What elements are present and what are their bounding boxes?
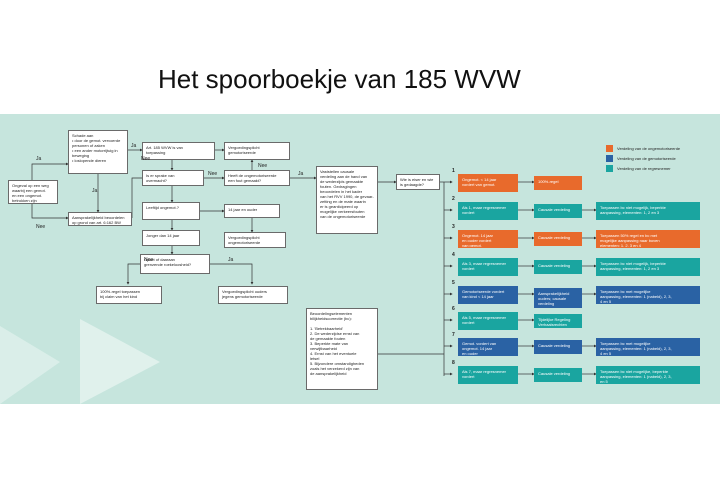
step-rule: Causale verdeling bbox=[534, 368, 582, 382]
legend-label: Verdeling van de ongemotoriseerde bbox=[617, 145, 681, 151]
step-outcome: Toepassen bc niet mogelijke, beperkte aa… bbox=[596, 366, 700, 384]
node-leeftijd: Leeftijd ongemot.? bbox=[142, 202, 200, 220]
step-number: 1 bbox=[452, 168, 455, 174]
node-ouders: Vergoedingsplicht ouders jegens gemotori… bbox=[218, 286, 288, 304]
node-wie: Wie is eiser en wie is gedaagde? bbox=[396, 174, 440, 190]
step-outcome: Toepassen bc niet mogelijk, beperkte aan… bbox=[596, 258, 700, 276]
step-outcome: Toepassen bc met mogelijke aanpassing, e… bbox=[596, 338, 700, 356]
legend-label: Verdeling van de gemotoriseerde bbox=[617, 155, 676, 161]
step-case: Gemotoriseerde vordert van kind < 14 jaa… bbox=[458, 286, 518, 304]
legend-label: Verdeling van de regresnemer bbox=[617, 165, 671, 171]
legend-item: Verdeling van de regresnemer bbox=[606, 164, 671, 172]
node-vergoeding-ongemot: Vergoedingsplicht ongemotoriseerde bbox=[224, 232, 286, 248]
step-outcome: Toepassen 50% regel en bc met mogelijke … bbox=[596, 230, 700, 248]
step-case: Gemot. vordert van ongemot. 14 jaar en o… bbox=[458, 338, 518, 356]
node-overmacht: Is er sprake van overmacht? bbox=[142, 170, 204, 186]
connector-lines bbox=[0, 148, 597, 404]
node-aansprakelijkheid: Aansprakelijkheid beoordelen op grond va… bbox=[68, 212, 132, 226]
node-honderd-regel: 100%-regel toepassen bij claim van het k… bbox=[96, 286, 162, 304]
label-ja: Ja bbox=[92, 188, 98, 194]
node-vaststellen: Vaststellen causale verdeling aan de han… bbox=[316, 166, 378, 234]
label-ja: Ja bbox=[36, 156, 42, 162]
label-nee: Nee bbox=[208, 171, 218, 177]
step-number: 2 bbox=[452, 196, 455, 202]
step-case: Als 5, maar regresnemer vordert bbox=[458, 312, 518, 330]
node-fout: Heeft de ongemotoriseerde een fout gemaa… bbox=[224, 170, 290, 186]
step-number: 3 bbox=[452, 224, 455, 230]
legend-item: Verdeling van de gemotoriseerde bbox=[606, 154, 676, 162]
page-title: Het spoorboekje van 185 WVW bbox=[158, 64, 521, 94]
step-number: 4 bbox=[452, 252, 455, 258]
node-beoordeling: Beoordelingselementen bilijkheidscorrect… bbox=[306, 308, 378, 390]
flowchart-panel: Ongeval op een weg waarbij een gemot. en… bbox=[0, 114, 720, 404]
step-rule: Causale verdeling bbox=[534, 204, 582, 218]
label-ja: Ja bbox=[298, 171, 304, 177]
node-vergoeding-gemot: Vergoedingsplicht gemotoriseerde bbox=[224, 142, 290, 160]
step-rule: Aansprakelijkheid ouders; causale verdel… bbox=[534, 288, 582, 308]
decorative-triangle-left bbox=[0, 326, 60, 404]
step-rule: Causale verdeling bbox=[534, 232, 582, 246]
legend-swatch bbox=[606, 144, 613, 152]
node-jonger: Jonger dan 14 jaar bbox=[142, 230, 200, 246]
label-nee: Nee bbox=[36, 224, 46, 230]
step-outcome: Toepassen bc niet mogelijk, beperkte aan… bbox=[596, 202, 700, 220]
legend-item: Verdeling van de ongemotoriseerde bbox=[606, 144, 680, 152]
step-number: 6 bbox=[452, 306, 455, 312]
step-rule: Causale verdeling bbox=[534, 340, 582, 354]
step-case: Ongemot. < 14 jaar vordert van gemot. bbox=[458, 174, 518, 192]
label-ja: Ja bbox=[228, 257, 234, 263]
step-rule: Causale verdeling bbox=[534, 260, 582, 274]
step-case: Als 1, maar regresnemer vordert bbox=[458, 202, 518, 220]
node-opzet: Opzet of daaraan grenzende roekeloosheid… bbox=[140, 254, 210, 274]
step-case: Als 3, maar regresnemer vordert bbox=[458, 258, 518, 276]
node-art185: Art. 185 WVW is van toepassing bbox=[142, 142, 215, 160]
node-start: Ongeval op een weg waarbij een gemot. en… bbox=[8, 180, 58, 204]
step-number: 5 bbox=[452, 280, 455, 286]
label-nee: Nee bbox=[144, 257, 154, 263]
legend-swatch bbox=[606, 154, 613, 162]
label-nee: Nee bbox=[141, 156, 151, 162]
label-ja: Ja bbox=[131, 143, 137, 149]
node-veertien-ouder: 14 jaar en ouder bbox=[224, 204, 280, 218]
step-number: 8 bbox=[452, 360, 455, 366]
node-schade: Schade aan • door de gemot. vervoerde pe… bbox=[68, 130, 128, 174]
decorative-triangle-right bbox=[80, 319, 160, 404]
label-nee: Nee bbox=[258, 163, 268, 169]
step-case: Als 7, maar regresnemer vordert bbox=[458, 366, 518, 384]
step-rule: 100%-regel bbox=[534, 176, 582, 190]
step-outcome: Toepassen bc met mogelijke aanpassing, e… bbox=[596, 286, 700, 304]
step-number: 7 bbox=[452, 332, 455, 338]
step-case: Ongemot. 14 jaar en ouder vordert van ge… bbox=[458, 230, 518, 248]
step-rule: Tijdelijke Regeling Verhaalsrechten bbox=[534, 314, 582, 328]
legend-swatch bbox=[606, 164, 613, 172]
